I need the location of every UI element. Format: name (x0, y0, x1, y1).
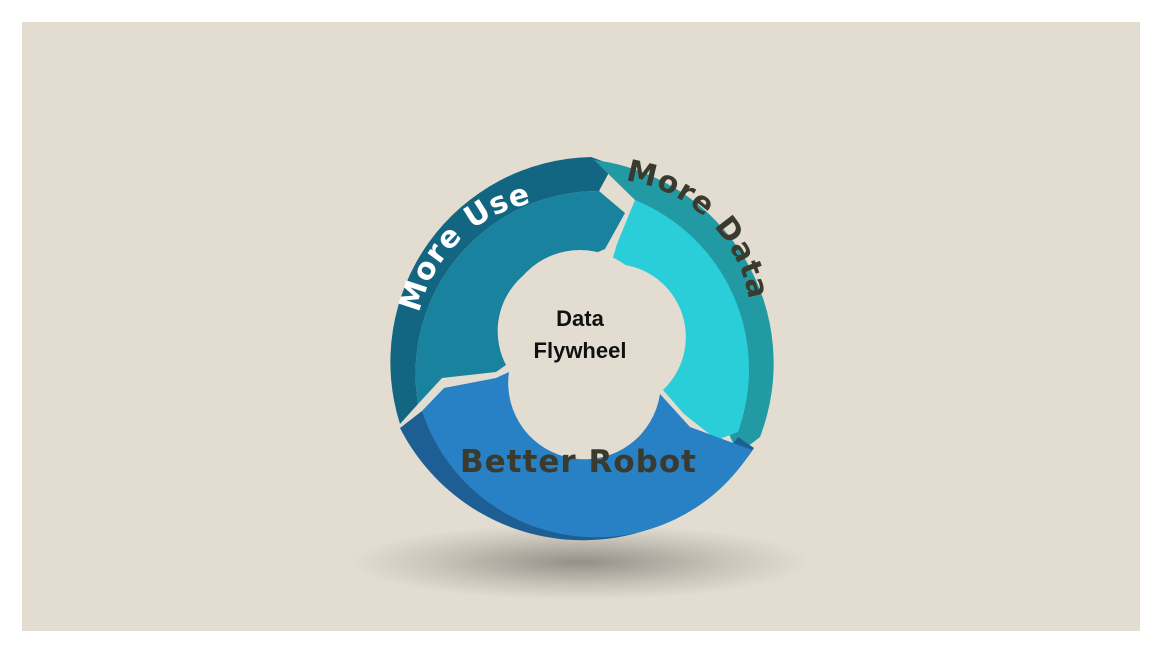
slide-background: Data Flywheel More Users More Data Bette… (22, 22, 1140, 631)
center-title-line-2: Flywheel (534, 338, 627, 363)
flywheel-diagram: Data Flywheel More Users More Data Bette… (22, 22, 810, 600)
segment-more-users-rim (390, 157, 613, 424)
center-title-line-1: Data (556, 306, 604, 331)
segment-better-robots[interactable] (422, 372, 752, 538)
center-hub (504, 250, 656, 402)
wheel-shadow (350, 524, 810, 600)
segment-more-data[interactable] (611, 200, 750, 440)
segment-more-users[interactable] (415, 190, 625, 404)
